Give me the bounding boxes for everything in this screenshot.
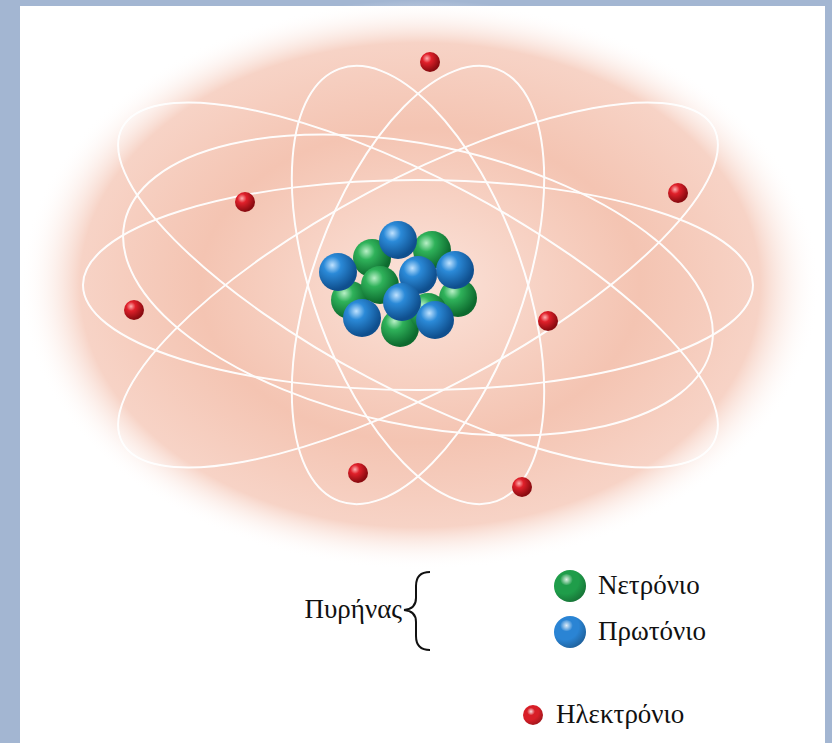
legend-text: Πρωτόνιο [598,617,706,647]
legend-swatch [523,705,543,725]
legend-text: Νετρόνιο [598,571,700,601]
legend-text: Ηλεκτρόνιο [556,700,684,730]
legend-swatch [554,570,586,602]
electrons [124,52,688,497]
nucleus-label: Πυρήνας [304,595,402,625]
swatch-highlight [527,708,535,715]
swatch-highlight [560,574,573,585]
nucleus [319,221,477,347]
curly-brace [404,572,430,650]
legend-swatch [554,616,586,648]
swatch-highlight [560,620,573,631]
